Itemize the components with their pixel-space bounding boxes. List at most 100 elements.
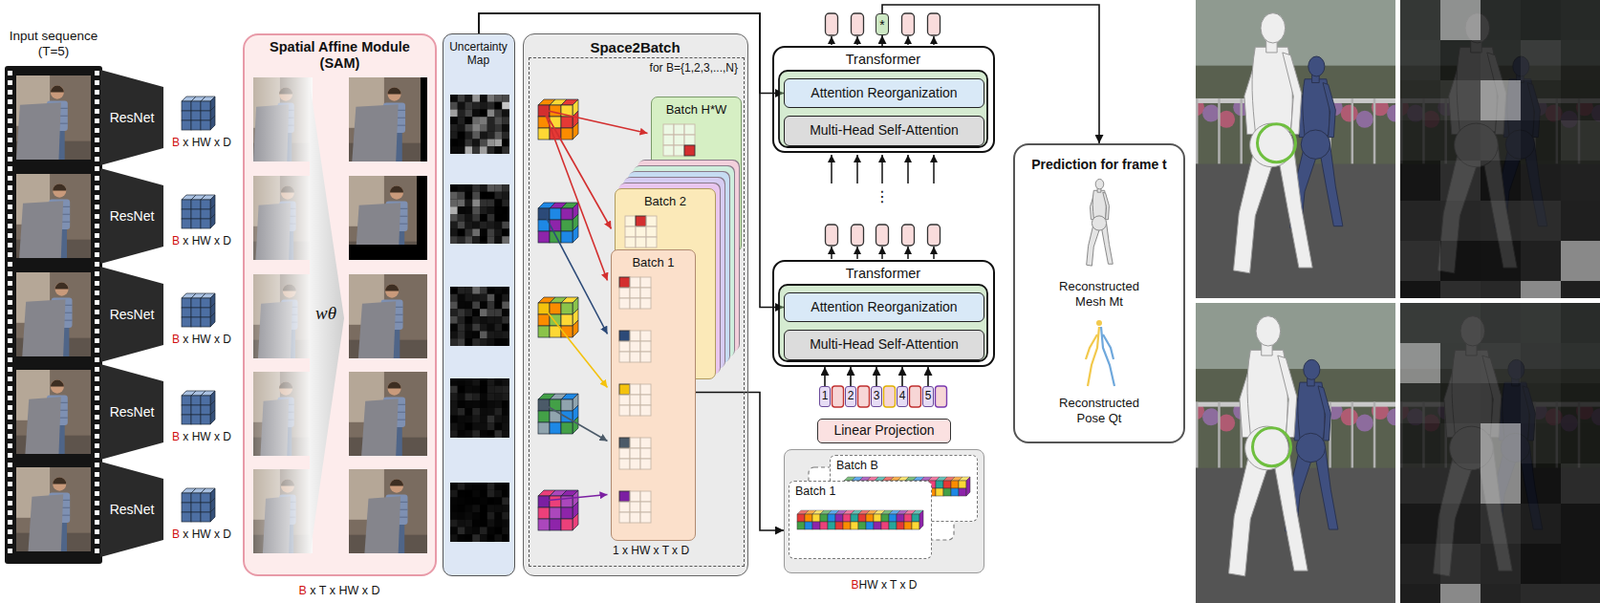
uncertainty-map — [479, 393, 488, 402]
token-arrow — [543, 109, 649, 134]
uncertainty-map — [450, 229, 458, 238]
uncertainty-map — [479, 286, 488, 295]
token-sequence — [858, 510, 870, 515]
aligned-frame — [348, 437, 428, 456]
patch-grid — [629, 437, 641, 449]
uncertainty-map — [479, 192, 488, 200]
uncertainty-map — [457, 316, 466, 325]
uncertainty-map — [450, 408, 458, 416]
uncertainty-map — [457, 338, 466, 346]
video-frame — [253, 371, 313, 456]
photo — [1356, 110, 1374, 129]
patch-grid — [640, 437, 651, 449]
video-frame — [16, 75, 91, 160]
uncertainty-map — [495, 400, 503, 409]
film-strip — [7, 347, 13, 353]
uncertainty-map — [495, 206, 503, 215]
flow-arrow — [830, 36, 833, 45]
film-strip — [7, 328, 13, 334]
token — [935, 386, 948, 408]
feature-cube — [210, 507, 216, 522]
token-sequence — [797, 521, 805, 530]
feature-cube — [549, 202, 567, 209]
token-sequence — [935, 488, 944, 497]
uncertainty-map — [479, 497, 488, 506]
uncertainty-map — [487, 316, 496, 325]
film-strip — [7, 433, 13, 439]
video-frame — [16, 369, 91, 455]
photo — [1217, 98, 1221, 165]
uncertainty-map — [465, 139, 474, 148]
film-strip — [94, 376, 100, 382]
ellipsis: ⋮ — [872, 188, 892, 206]
uncertainty-map — [501, 497, 510, 506]
mesh-icon — [1090, 192, 1099, 220]
frame-index-token: 1 — [819, 386, 831, 408]
uncertainty-map — [472, 131, 480, 140]
token — [825, 224, 839, 246]
film-strip — [7, 223, 13, 229]
token-sequence — [804, 521, 813, 530]
uncertainty-map — [472, 415, 480, 424]
token-sequence — [858, 521, 866, 530]
token-sequence — [951, 480, 959, 489]
aligned-frame — [348, 371, 428, 456]
uncertainty-map — [457, 497, 466, 506]
feature-cube — [572, 122, 579, 140]
token-sequence — [850, 510, 863, 515]
uncertainty-map — [465, 199, 474, 208]
feature-cube — [181, 317, 192, 327]
uncertainty-map — [450, 206, 458, 215]
feature-cube — [181, 110, 192, 121]
aligned-frame — [348, 244, 428, 260]
photo — [1400, 200, 1441, 241]
uncertainty-map — [472, 146, 480, 154]
uncertainty-map — [465, 534, 474, 542]
photo — [1480, 583, 1521, 603]
film-strip — [94, 347, 100, 353]
uncertainty-map — [465, 131, 474, 140]
uncertainty-map — [495, 378, 503, 387]
film-strip — [94, 309, 100, 315]
photo — [1480, 281, 1521, 299]
photo — [1560, 463, 1600, 504]
uncertainty-map — [472, 386, 480, 394]
uncertainty-map — [479, 214, 488, 222]
output-token: * — [875, 13, 889, 36]
feature-cube — [549, 422, 562, 434]
node-label: Linear Projection — [818, 419, 951, 442]
video-frame — [48, 221, 70, 223]
photo — [1195, 0, 1396, 299]
video-frame — [277, 102, 294, 133]
aligned-frame — [348, 77, 428, 162]
token-sequence — [881, 514, 889, 522]
patch-grid — [619, 277, 630, 288]
uncertainty-map — [479, 386, 488, 394]
uncertainty-map — [472, 199, 480, 208]
tensor-shape: B x HW x D — [164, 135, 239, 150]
token-sequence — [935, 480, 944, 489]
film-strip — [7, 414, 13, 420]
node-label: BHW x T x D — [784, 578, 984, 592]
transformer-block — [778, 70, 988, 148]
photo — [1318, 386, 1331, 441]
mesh-icon — [1092, 190, 1106, 218]
connector-arrow — [875, 367, 878, 387]
feature-cube — [191, 218, 201, 229]
uncertainty-map — [501, 94, 510, 103]
uncertainty-map — [472, 497, 480, 506]
feature-cube — [181, 405, 192, 415]
uncertainty-map — [472, 308, 480, 317]
photo — [1229, 316, 1309, 577]
uncertainty-map — [457, 512, 466, 520]
video-frame — [253, 371, 313, 456]
feature-cube — [200, 120, 211, 130]
video-frame — [281, 186, 295, 194]
uncertainty-map — [472, 504, 480, 513]
uncertainty-map — [450, 192, 458, 200]
patch-grid — [629, 512, 641, 523]
video-frame — [16, 272, 50, 324]
uncertainty-map — [457, 214, 466, 222]
uncertainty-map — [472, 430, 480, 438]
video-frame — [16, 75, 50, 127]
